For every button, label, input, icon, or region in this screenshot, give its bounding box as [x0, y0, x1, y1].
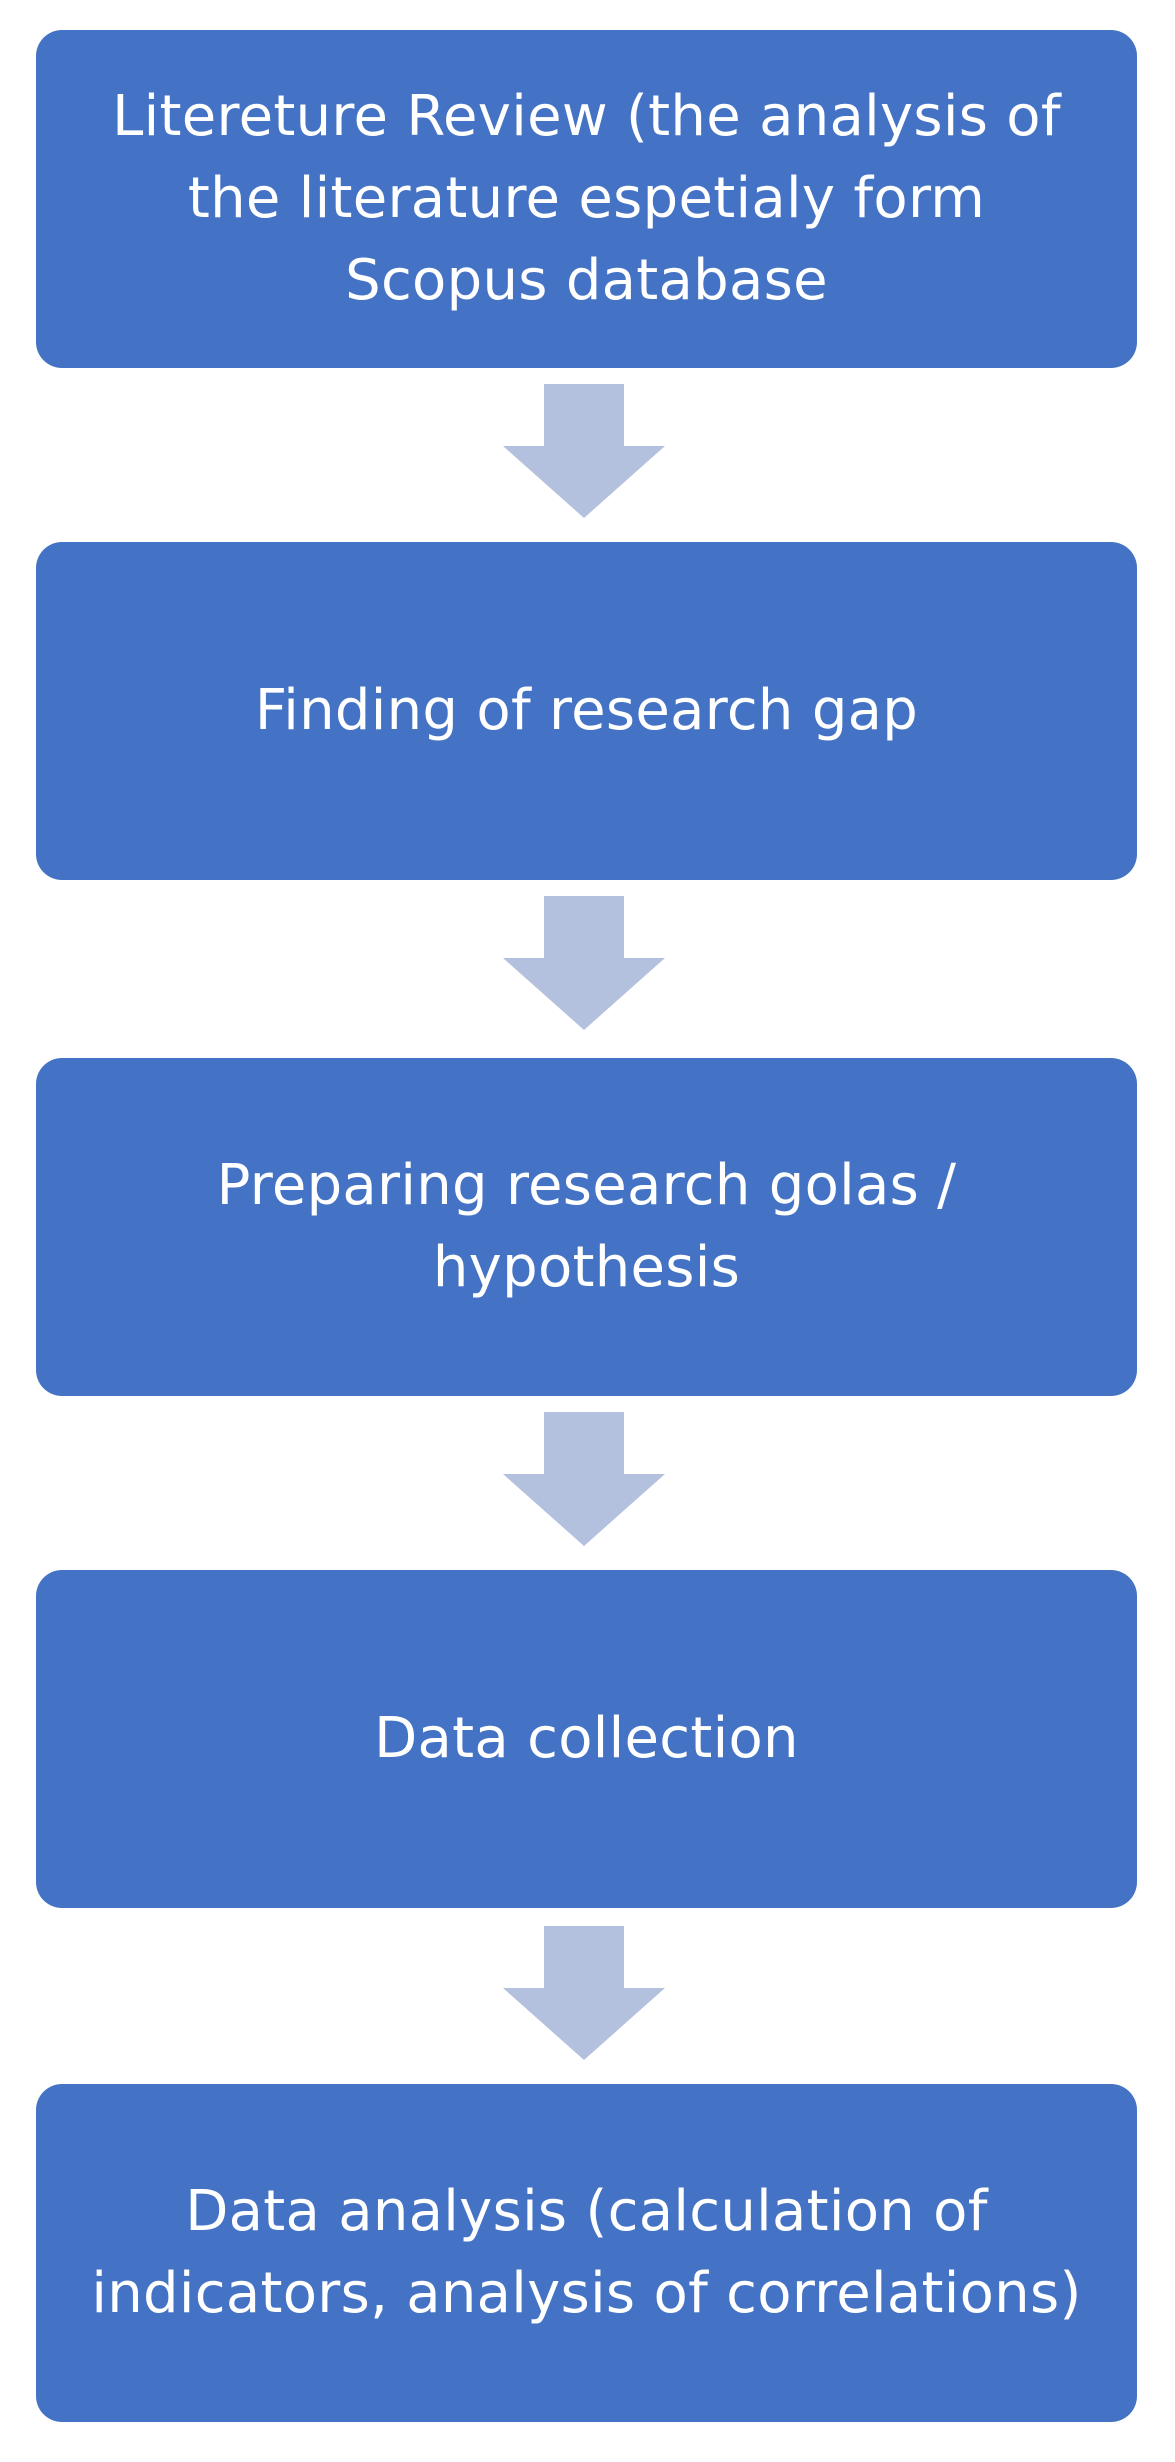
step-label: Data analysis (calculation of indicators…	[91, 2179, 1082, 2326]
step-label: Data collection	[374, 1706, 799, 1771]
arrow-down-shape	[503, 384, 665, 518]
arrow-down-shape	[503, 1412, 665, 1546]
arrow-down-icon	[503, 1926, 665, 2060]
step-research-goals: Preparing research golas / hypothesis	[36, 1058, 1137, 1396]
arrow-down-icon	[503, 384, 665, 518]
step-label: Litereture Review (the analysis of the l…	[112, 84, 1061, 313]
step-label: Finding of research gap	[254, 678, 919, 743]
step-data-collection: Data collection	[36, 1570, 1137, 1908]
arrow-down-shape	[503, 896, 665, 1030]
step-data-analysis: Data analysis (calculation of indicators…	[36, 2084, 1137, 2422]
arrow-down-icon	[503, 1412, 665, 1546]
step-label: Preparing research golas / hypothesis	[216, 1153, 957, 1300]
step-literature-review: Litereture Review (the analysis of the l…	[36, 30, 1137, 368]
arrow-down-shape	[503, 1926, 665, 2060]
step-research-gap: Finding of research gap	[36, 542, 1137, 880]
arrow-down-icon	[503, 896, 665, 1030]
